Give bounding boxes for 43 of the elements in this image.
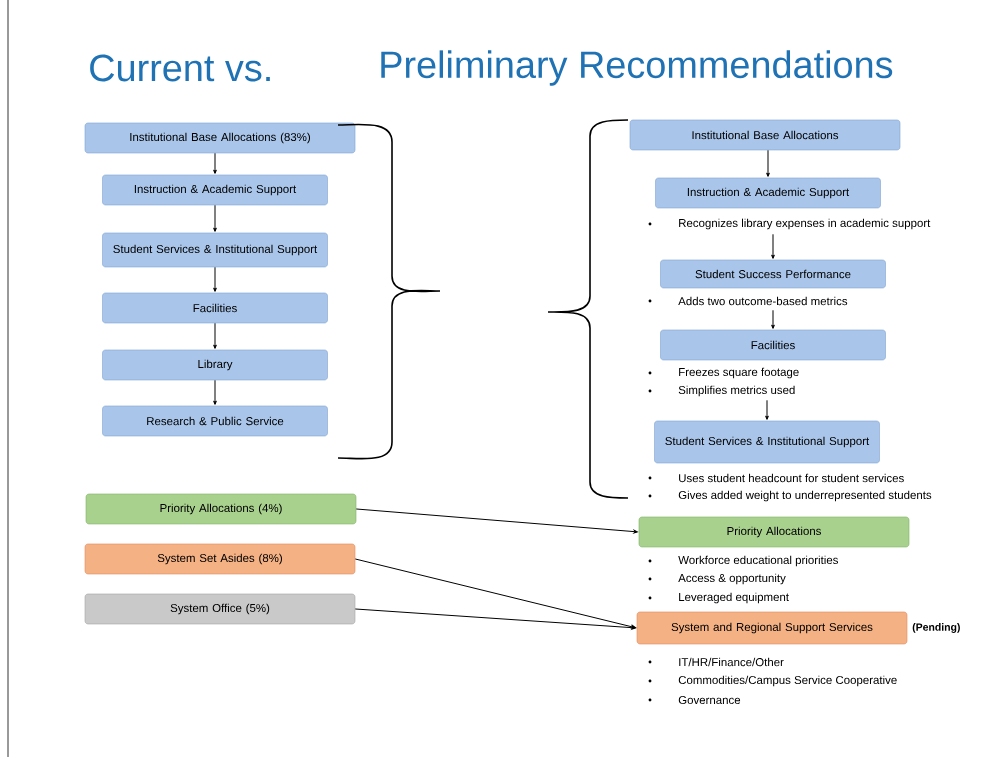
bullet-item: Freezes square footage: [648, 367, 799, 379]
process-box: Research & Public Service: [102, 405, 328, 437]
process-box: Instruction & Academic Support: [655, 177, 881, 209]
arrow: [355, 508, 638, 534]
arrow: [213, 204, 217, 232]
heading: Preliminary Recommendations: [381, 50, 893, 86]
bullet-item: IT/HR/Finance/Other: [648, 657, 784, 667]
bullet-item: Commodities/Campus Service Cooperative: [648, 675, 897, 687]
bullet-item: Gives added weight to underrepresented students: [648, 490, 932, 502]
status-note: (Pending): [912, 623, 960, 633]
bullet-item: Workforce educational priorities: [648, 555, 838, 567]
process-box: Facilities: [660, 329, 886, 361]
process-box: Student Services & Institutional Support: [102, 232, 328, 268]
process-box: System Set Asides (8%): [84, 543, 356, 575]
arrow: [766, 149, 770, 177]
arrow: [771, 309, 775, 329]
process-box: System Office (5%): [84, 593, 356, 625]
bullet-item: Simplifies metrics used: [648, 385, 795, 397]
arrow: [213, 322, 217, 349]
bullet-item: Access & opportunity: [648, 573, 786, 585]
arrow: [213, 152, 217, 174]
bullet-item: Leveraged equipment: [648, 592, 789, 604]
process-box: Instruction & Academic Support: [102, 174, 328, 206]
process-box: Library: [102, 349, 328, 381]
arrow: [213, 379, 217, 405]
arrow: [765, 399, 769, 420]
arrow: [771, 233, 775, 259]
process-box: Student Success Performance: [660, 259, 886, 289]
bullet-item: Governance: [648, 695, 741, 705]
process-box: Priority Allocations: [638, 516, 910, 548]
process-box: Student Services & Institutional Support: [654, 420, 880, 464]
process-box: Priority Allocations (4%): [85, 493, 357, 525]
process-box: System and Regional Support Services: [636, 611, 908, 645]
bullet-item: Uses student headcount for student services: [648, 473, 904, 483]
arrow: [213, 266, 217, 292]
bullet-item: Adds two outcome-based metrics: [648, 296, 848, 306]
arrow: [354, 558, 636, 629]
process-box: Institutional Base Allocations: [629, 119, 901, 151]
arrow: [354, 608, 636, 630]
process-box: Institutional Base Allocations (83%): [84, 122, 356, 154]
heading: Current vs.: [90, 54, 270, 82]
process-box: Facilities: [102, 292, 328, 324]
bullet-item: Recognizes library expenses in academic support: [648, 218, 931, 230]
